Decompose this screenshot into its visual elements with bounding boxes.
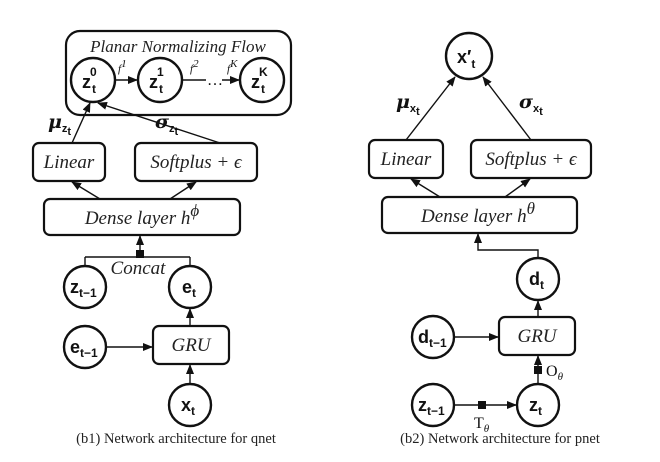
qnet-sigma-label: σzt — [155, 111, 179, 138]
qnet-linear-box — [31, 141, 107, 183]
arrow-pnet-dense-softplus — [504, 178, 531, 198]
arrow-dense-linear — [71, 181, 101, 200]
qnet-mu-label: μzt — [48, 111, 71, 138]
node-zK — [238, 56, 286, 104]
qnet-node-e-t-label: et — [182, 277, 196, 300]
flow-title: Planar Normalizing Flow — [89, 37, 266, 56]
pnet-node-z-t-label: zt — [529, 395, 542, 418]
pnet-caption: (b2) Network architecture for pnet — [400, 431, 600, 447]
pnet-diagram: x′t Linear Softplus + ϵ μxt σxt Dense la… — [367, 31, 600, 447]
label-f1: f1 — [118, 58, 127, 75]
qnet-caption: (b1) Network architecture for qnet — [76, 431, 276, 447]
t-theta-label: Tθ — [474, 415, 490, 435]
arrow-dense-softplus — [169, 181, 197, 200]
arrow-sigma-z0 — [97, 102, 221, 144]
o-theta-square — [534, 366, 542, 374]
pnet-node-x-out — [444, 31, 494, 81]
pnet-node-z-prev-label: zt−1 — [418, 395, 445, 418]
pnet-softplus-label: Softplus + ϵ — [485, 149, 578, 170]
concat-label: Concat — [111, 258, 167, 279]
arrow-pnet-mu — [405, 76, 456, 141]
qnet-node-z-prev — [62, 264, 108, 310]
label-f2: f2 — [190, 58, 199, 75]
arrow-pnet-dense-linear — [410, 178, 441, 198]
flow-dots: … — [207, 72, 223, 89]
qnet-linear-label: Linear — [43, 152, 95, 173]
pnet-node-x-out-label: x′t — [457, 47, 475, 71]
concat-square — [136, 250, 144, 258]
arrow-mu-z0 — [71, 102, 91, 144]
t-theta-square — [478, 401, 486, 409]
node-zK-label: ztK — [251, 65, 268, 96]
label-fK: fK — [227, 58, 238, 75]
node-z0-label: zt0 — [82, 65, 97, 96]
arrow-pnet-sigma — [482, 76, 532, 141]
pnet-linear-label: Linear — [380, 149, 432, 170]
arrow-dt-dense — [474, 233, 539, 258]
pnet-sigma-label: σxt — [519, 91, 543, 118]
qnet-softplus-box — [133, 141, 259, 183]
pnet-node-d-prev-label: dt−1 — [418, 327, 447, 350]
qnet-node-z-prev-label: zt−1 — [70, 277, 97, 300]
pnet-node-d-t-label: dt — [529, 269, 544, 292]
qnet-gru-label: GRU — [171, 335, 211, 356]
node-z1-label: zt1 — [149, 65, 164, 96]
qnet-softplus-label: Softplus + ϵ — [150, 152, 243, 173]
pnet-dense-label: Dense layer hθ — [420, 199, 535, 227]
qnet-node-x-t-label: xt — [181, 395, 195, 418]
pnet-mu-label: μxt — [396, 91, 420, 118]
o-theta-label: Oθ — [546, 363, 564, 383]
qnet-node-e-prev-label: et−1 — [70, 337, 98, 360]
qnet-dense-label: Dense layer hϕ — [84, 201, 200, 229]
qnet-diagram: Planar Normalizing Flow zt0 zt1 ztK f1 f… — [31, 29, 293, 447]
pnet-gru-label: GRU — [517, 326, 557, 347]
